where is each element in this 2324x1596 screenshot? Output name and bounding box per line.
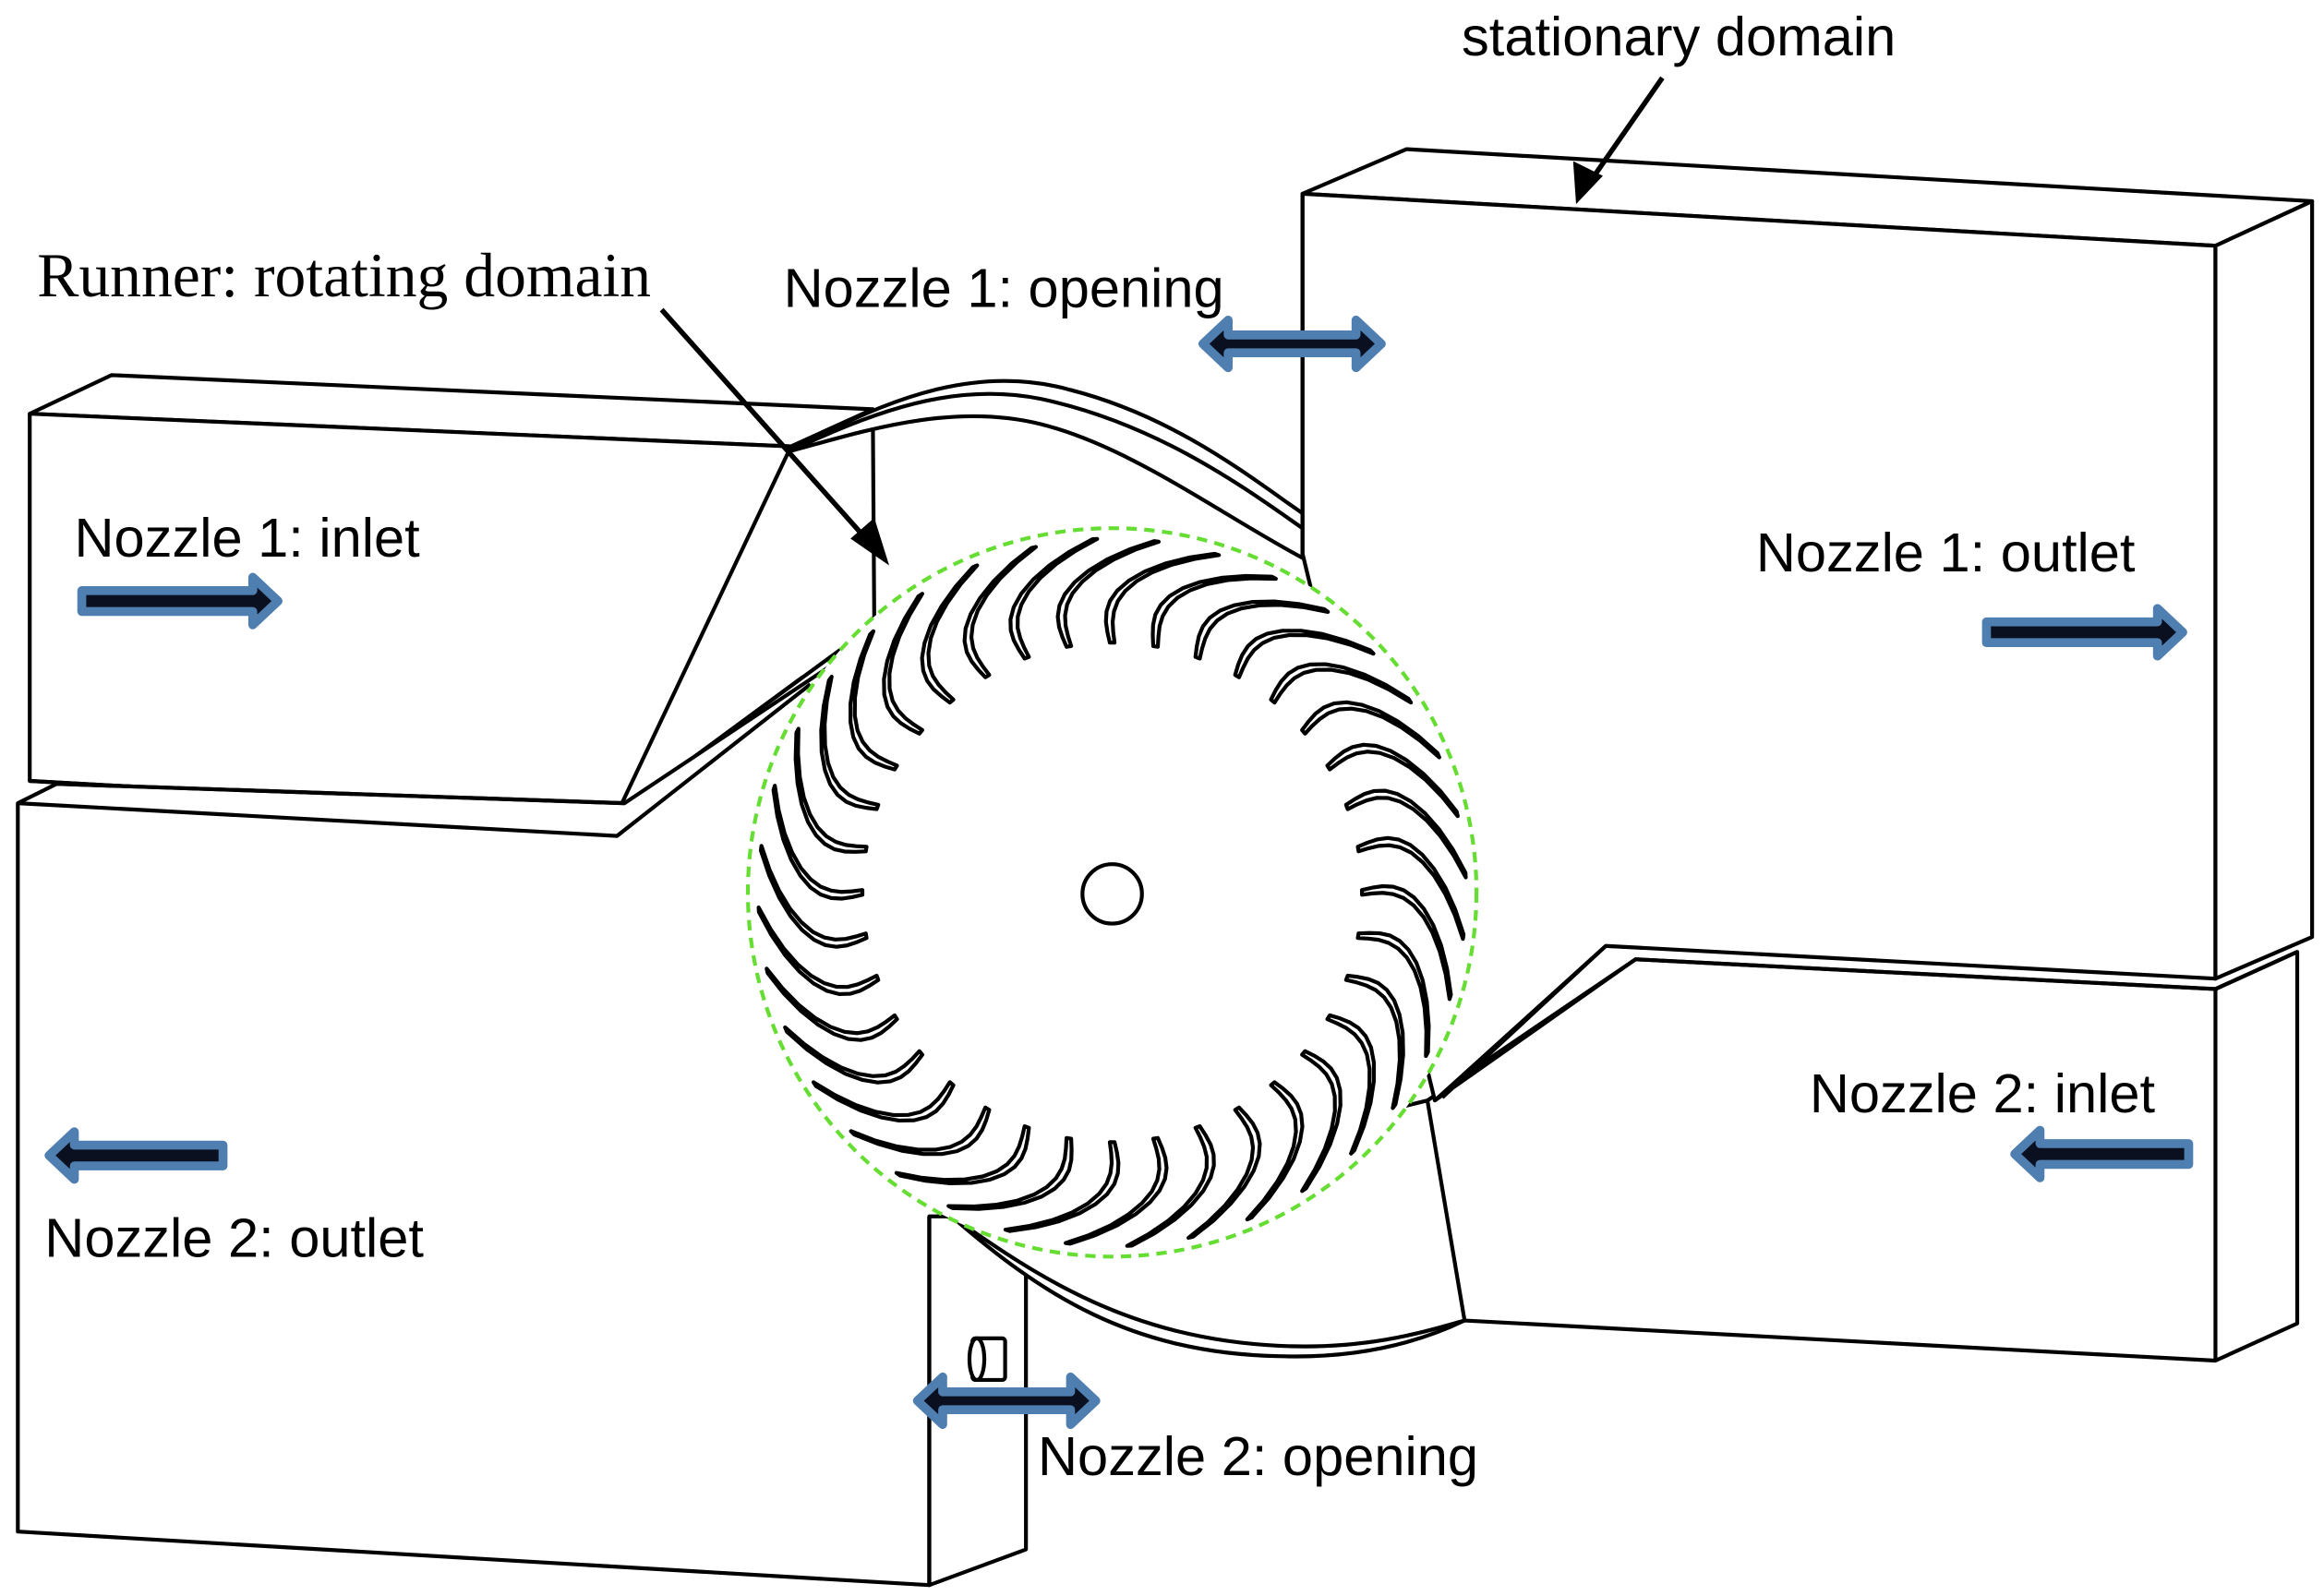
runner-blade [920,563,980,705]
runner-blade [849,1105,992,1157]
runner-blade [1300,1049,1343,1194]
pointer-runner [659,307,889,566]
runner-blade [1245,1080,1305,1222]
runner-blade [1269,662,1414,705]
runner-blade [1325,742,1460,819]
label-nozzle-2-inlet: Nozzle 2: inlet [1810,1062,2156,1124]
runner-blade [1125,1123,1216,1248]
runner-blade [1008,536,1100,661]
runner-blade [1064,1135,1169,1246]
label-nozzle-2-opening: Nozzle 2: opening [1038,1425,1478,1487]
runner-blade [1355,835,1466,942]
arrow-nozzle-2-inlet [2010,1125,2194,1182]
runner-blade [1193,599,1331,661]
runner-blade [1355,930,1431,1059]
stationary-domain-block [1300,147,2315,1103]
runner-blade [819,675,881,811]
runner-blade [1150,573,1278,649]
rotating-domain-boundary [745,526,1479,1259]
arrow-nozzle-1-inlet [77,572,283,630]
runner-blade [1343,788,1468,880]
runner-blade [894,1123,1031,1185]
arrow-nozzle-2-opening [912,1372,1101,1430]
label-stationary-domain: stationary domain [1462,6,1896,67]
runner-blade [1003,1140,1121,1233]
arrow-nozzle-1-outlet [1981,604,2187,661]
runner [745,526,1479,1259]
runner-blade [1186,1105,1262,1241]
runner-blade [882,592,925,736]
runner-blade [1300,700,1441,760]
runner-blade [793,726,869,854]
runner-blade [1343,973,1405,1110]
nozzle-1-inlet-block [28,373,876,816]
label-runner-rotating-domain: Runner: rotating domain [37,241,651,310]
runner-blade [1055,539,1162,649]
runner-blade [1103,551,1222,645]
label-nozzle-1-inlet: Nozzle 1: inlet [75,507,421,569]
label-nozzle-2-outlet: Nozzle 2: outlet [44,1206,424,1268]
runner-blade [756,905,881,997]
arrow-nozzle-2-outlet [44,1127,228,1184]
runner-blade [765,966,899,1042]
label-nozzle-1-outlet: Nozzle 1: outlet [1756,522,2136,583]
runner-blade [771,784,865,901]
shaft-stub [967,1336,1007,1383]
pointer-stationary [1572,76,1665,205]
runner-hub [1080,862,1144,926]
runner-blade [946,1135,1074,1211]
runner-blade [1325,1013,1377,1156]
arrow-nozzle-1-opening [1198,315,1386,373]
runner-blades [756,536,1468,1248]
runner-blade [811,1080,956,1123]
runner-blade [1233,629,1376,679]
runner-blade [1360,883,1453,1002]
runner-blade [783,1025,925,1085]
runner-blade [758,844,869,949]
label-nozzle-1-opening: Nozzle 1: opening [784,257,1224,318]
runner-blade [962,545,1039,679]
runner-blade [849,629,899,772]
